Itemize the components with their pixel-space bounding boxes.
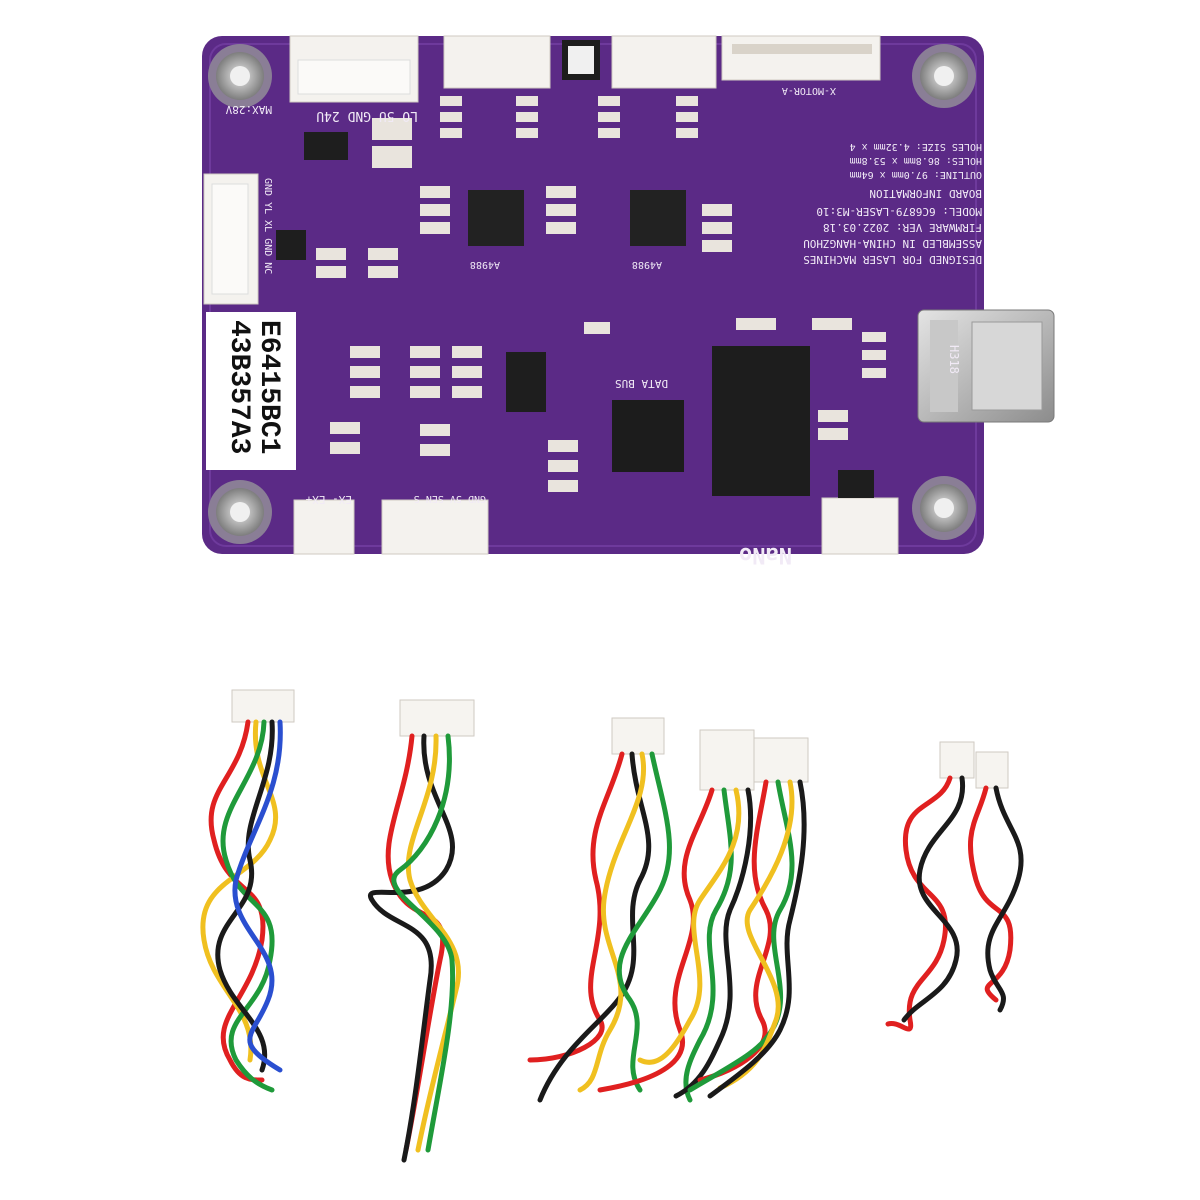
data-bus-label: DATA BUS xyxy=(615,377,668,390)
info-line: DESIGNED FOR LASER MACHINES xyxy=(803,253,982,266)
mounting-holes xyxy=(208,44,976,544)
info-line: ASSEMBLED IN CHINA-HANGZHOU xyxy=(803,237,982,250)
max-voltage: MAX:28V xyxy=(225,103,272,116)
bottom-pin-labels-2: GND 5V SEN S xyxy=(414,493,486,504)
info-line: MODEL: 6C6879-LASER-M3:10 xyxy=(816,205,982,218)
info-line: FIRMWARE VER: 2022.03.18 xyxy=(823,221,982,234)
label-line-1: 43B357A3 xyxy=(223,320,254,454)
nano-logo: NaNo xyxy=(739,542,792,567)
usb-port: H318 xyxy=(917,309,1055,423)
chips xyxy=(276,132,874,498)
xy-pin-labels: GND YL XL GND NC xyxy=(262,178,273,274)
power-pin-labels: LO 5U GND 24U xyxy=(316,108,418,123)
info-line: HOLES: 86.8mm x 53.8mm xyxy=(850,155,982,166)
x-motor-label: X-MOTOR-A xyxy=(782,85,836,96)
serial-label: 43B357A3 E6415BC1 xyxy=(206,312,296,470)
cable-bundle-4 xyxy=(885,741,1024,1032)
cable-bundle-3 xyxy=(527,717,809,1103)
cable-bundles xyxy=(200,689,1024,1163)
board-info: DESIGNED FOR LASER MACHINES ASSEMBLED IN… xyxy=(803,141,982,266)
info-line: BOARD INFORMATION xyxy=(869,187,982,200)
silkscreen-text: MAX:28V LO 5U GND 24U GND YL XL GND NC X… xyxy=(225,85,836,567)
top-connectors xyxy=(289,35,881,103)
smd-components xyxy=(316,96,886,492)
label-line-2: E6415BC1 xyxy=(253,320,284,454)
controller-board: 43B357A3 E6415BC1 H318 xyxy=(202,35,1055,567)
bottom-connectors xyxy=(293,497,899,555)
cable-bundle-1 xyxy=(200,689,295,1093)
svg-text:H318: H318 xyxy=(947,345,961,374)
info-line: HOLES SIZE: 4.32mm x 4 xyxy=(850,141,982,152)
info-line: OUTLINE: 97.0mm x 64mm xyxy=(850,169,982,180)
driver-left-label: A4988 xyxy=(470,259,500,270)
bottom-pin-labels: EX- EX+ xyxy=(305,493,352,506)
cable-bundle-2 xyxy=(367,699,475,1163)
driver-right-label: A4988 xyxy=(632,259,662,270)
